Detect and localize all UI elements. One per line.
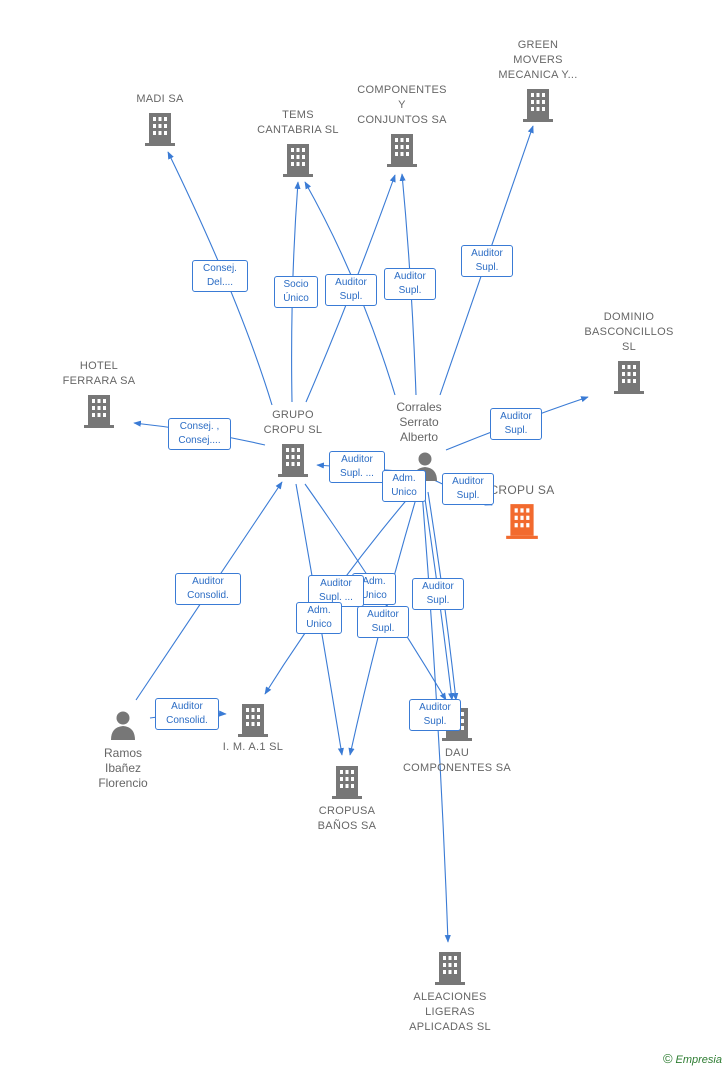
node-label: DOMINIO BASCONCILLOS SL [584,311,674,353]
building-icon-focus [506,504,538,539]
node-label: HOTEL FERRARA SA [62,360,136,387]
badge-socio-unico[interactable]: Socio Único [274,276,318,308]
badge-consej-hotel[interactable]: Consej. , Consej.... [168,418,231,450]
badge-adm-unico-ima[interactable]: Adm. Unico [296,602,342,634]
brand-name: Empresia [675,1054,722,1066]
node-tems[interactable]: TEMS CANTABRIA SL [233,108,363,178]
node-grupo-cropu[interactable]: GRUPO CROPU SL [228,408,358,478]
building-icon [387,134,417,167]
badge-auditor-supl-cropu[interactable]: Auditor Supl. [442,473,494,505]
building-icon [238,704,268,737]
node-madi[interactable]: MADI SA [95,92,225,147]
badge-consej-del[interactable]: Consej. Del.... [192,260,248,292]
node-label: DAU COMPONENTES SA [402,747,512,774]
badge-auditor-consolid-grupo[interactable]: Auditor Consolid. [175,573,241,605]
node-hotel-ferrara[interactable]: HOTEL FERRARA SA [34,359,164,429]
person-label: Ramos Ibañez Florencio [98,746,148,790]
node-label: COMPONENTES Y CONJUNTOS SA [357,84,447,126]
building-icon [145,113,175,146]
copyright-icon: © [662,1051,673,1066]
node-label: TEMS CANTABRIA SL [257,109,339,136]
node-ramos[interactable]: Ramos Ibañez Florencio [58,710,188,791]
person-label: Corrales Serrato Alberto [396,400,442,444]
building-icon [278,444,308,477]
building-icon [614,361,644,394]
node-cropu-sa[interactable]: CROPU SA [457,483,587,540]
brand-logo[interactable]: ©Empresia [663,1051,722,1066]
badge-auditor-supl-aleaciones[interactable]: Auditor Supl. [409,699,461,731]
node-label: GREEN MOVERS MECANICA Y... [498,39,578,81]
building-icon [84,395,114,428]
badge-auditor-supl-dominio[interactable]: Auditor Supl. [490,408,542,440]
building-icon [523,89,553,122]
node-label: I. M. A.1 SL [222,741,284,753]
node-cropusa-banos[interactable]: CROPUSA BAÑOS SA [282,764,412,834]
node-ima[interactable]: I. M. A.1 SL [188,702,318,755]
badge-auditor-supl-cropusa[interactable]: Auditor Supl. ... [308,575,364,607]
node-corrales[interactable]: Corrales Serrato Alberto [354,400,484,483]
person-icon [111,711,135,740]
node-aleaciones[interactable]: ALEACIONES LIGERAS APLICADAS SL [385,950,515,1035]
node-componentes[interactable]: COMPONENTES Y CONJUNTOS SA [337,83,467,168]
badge-auditor-supl-green[interactable]: Auditor Supl. [461,245,513,277]
building-icon [435,952,465,985]
edge-corrales-green [439,125,534,396]
badge-auditor-supl-componentes[interactable]: Auditor Supl. [384,268,436,300]
badge-adm-unico-cropu[interactable]: Adm. Unico [382,470,426,502]
node-label: ALEACIONES LIGERAS APLICADAS SL [409,991,491,1033]
node-label: GRUPO CROPU SL [263,409,323,436]
badge-auditor-supl-mid[interactable]: Auditor Supl. [357,606,409,638]
badge-auditor-supl-dau[interactable]: Auditor Supl. [412,578,464,610]
badge-auditor-supl-tems[interactable]: Auditor Supl. [325,274,377,306]
badge-auditor-supl-grupo[interactable]: Auditor Supl. ... [329,451,385,483]
node-label: CROPU SA [489,483,555,497]
node-label: MADI SA [136,93,184,105]
node-dominio[interactable]: DOMINIO BASCONCILLOS SL [564,310,694,395]
building-icon [283,144,313,177]
badge-auditor-consolid-ima[interactable]: Auditor Consolid. [155,698,219,730]
node-label: CROPUSA BAÑOS SA [317,805,377,832]
node-green-movers[interactable]: GREEN MOVERS MECANICA Y... [473,38,603,123]
building-icon [332,766,362,799]
